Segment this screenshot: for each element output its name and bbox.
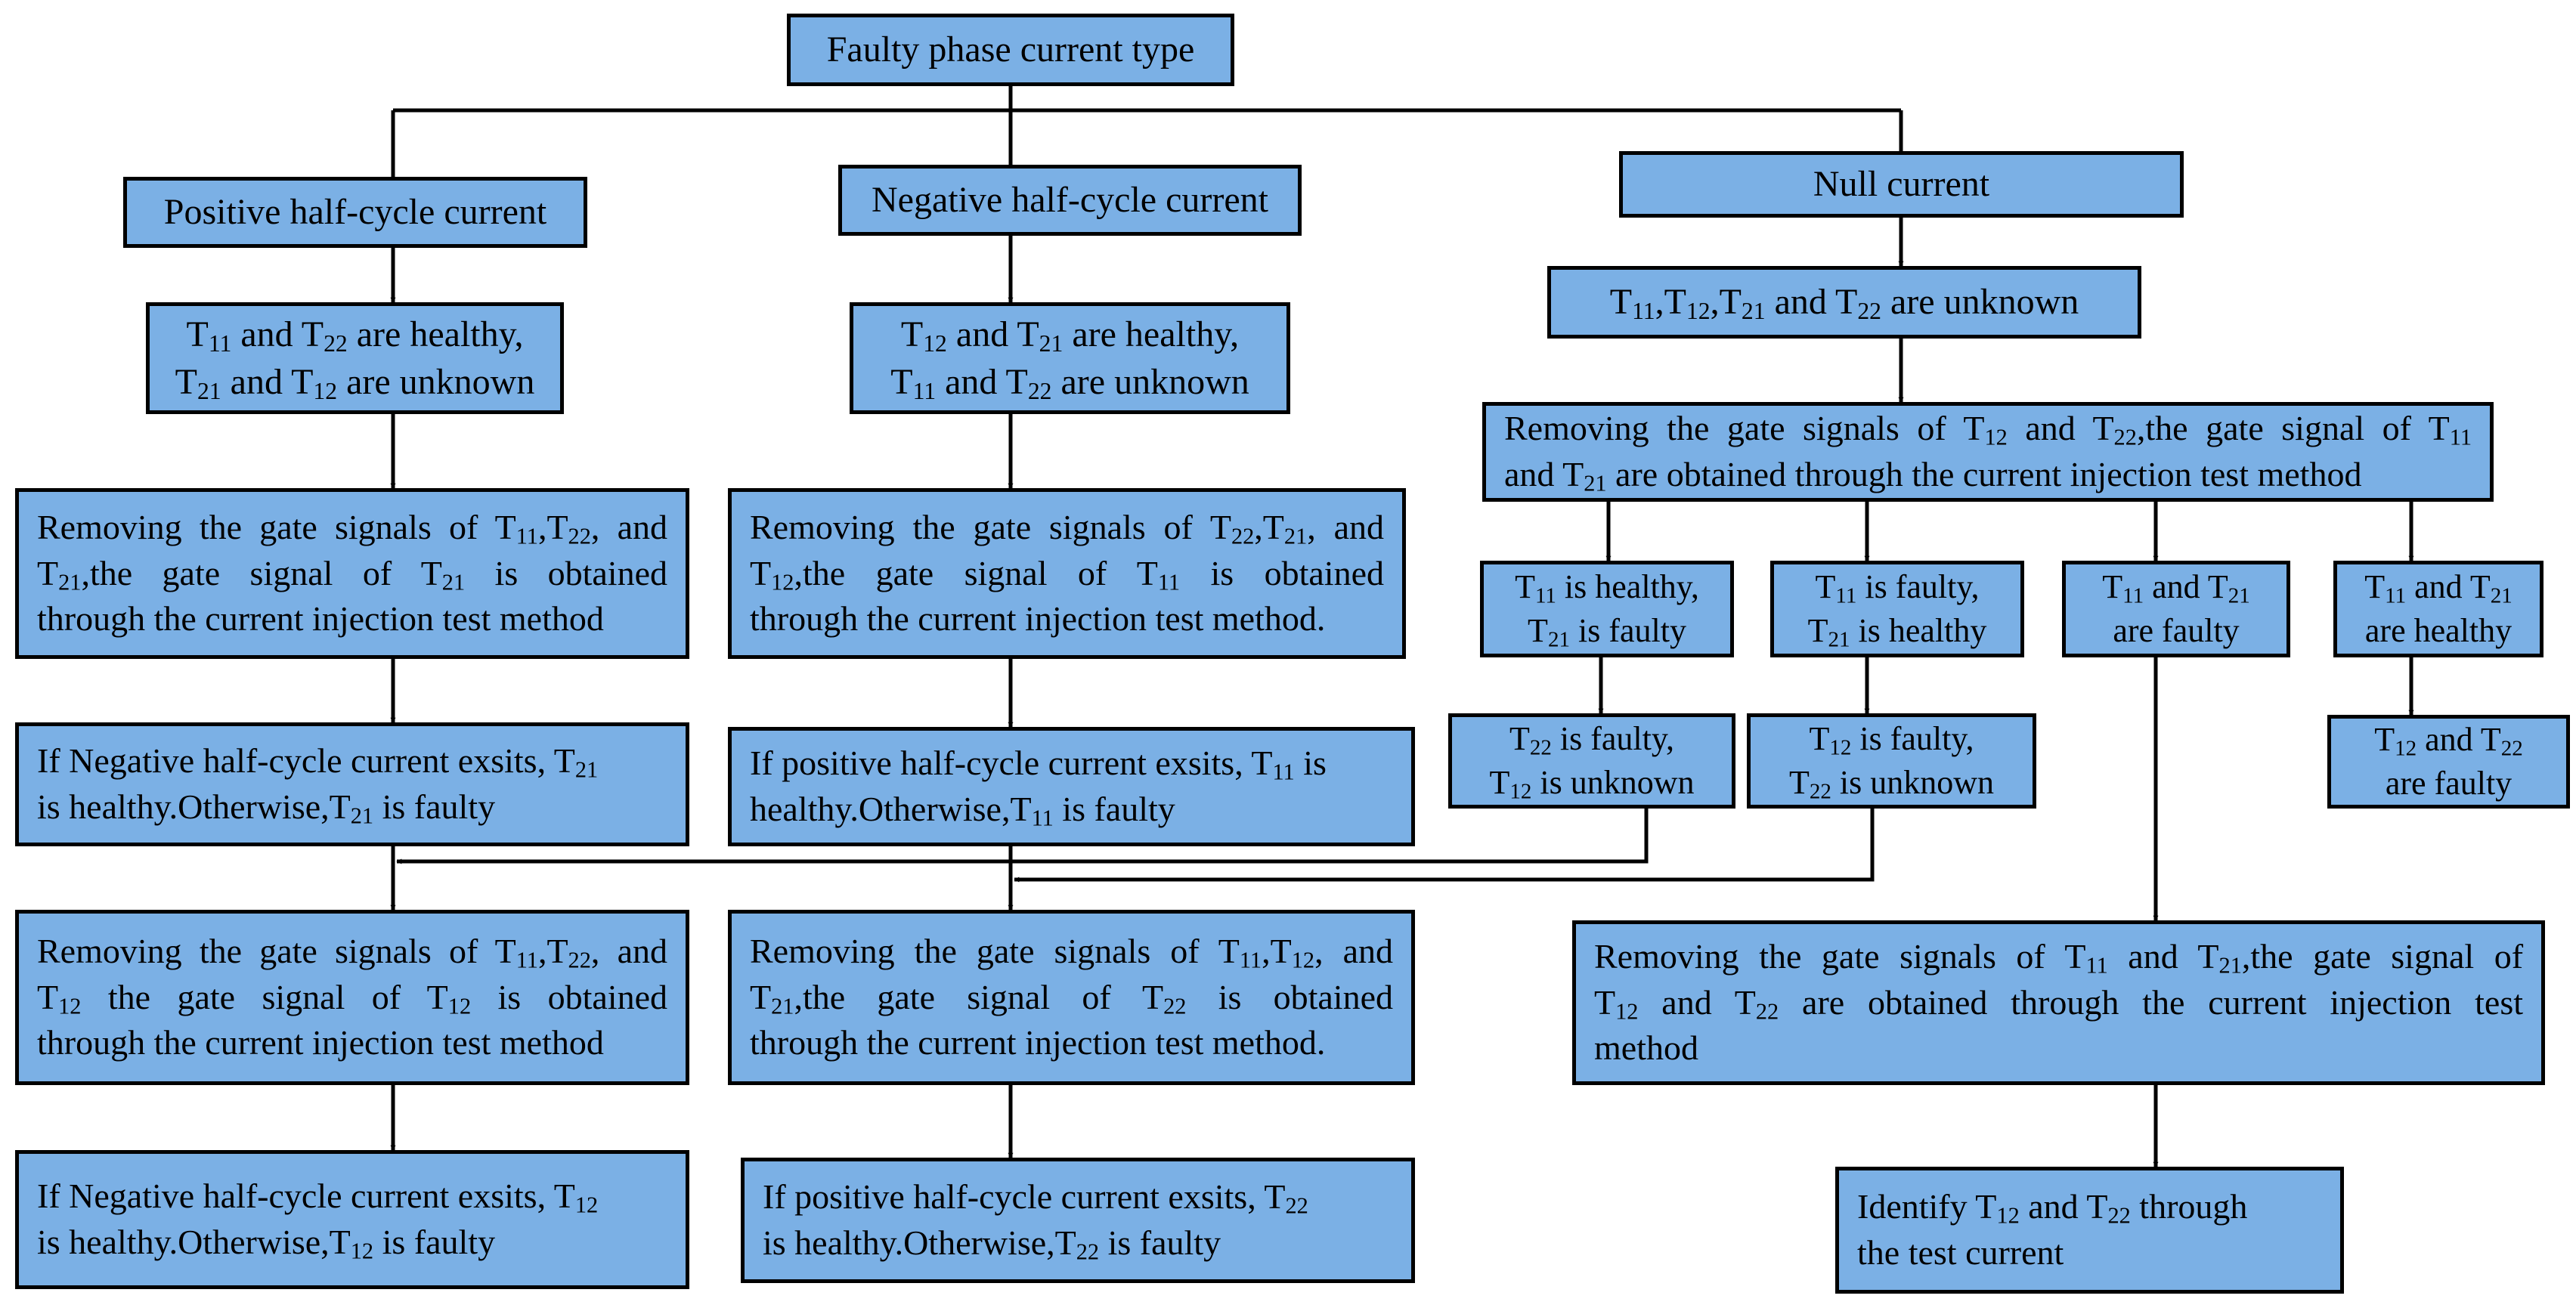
box-text-line: Negative half-cycle current	[871, 180, 1269, 221]
box-text-line: through the current injection test metho…	[37, 599, 604, 639]
negative-test2-box: If positive half-cycle current exsits, T…	[741, 1158, 1415, 1283]
box-text-line: If positive half-cycle current exsits, T…	[750, 744, 1327, 785]
box-text-line: T21,the gate signal of T22 is obtained	[750, 977, 1393, 1019]
box-text-line: Removing the gate signals of T11 and T21…	[1594, 936, 2524, 979]
arrow-res2-to-neg	[1014, 809, 1875, 883]
negative-step2-box: Removing the gate signals of T11,T12, an…	[728, 910, 1415, 1085]
box-text-line: T11 and T21	[2364, 567, 2513, 608]
box-text-line: T12 is faulty,	[1809, 719, 1974, 760]
box-text-line: Null current	[1813, 164, 1990, 205]
box-text-line: is healthy.Otherwise,T21 is faulty	[37, 787, 496, 829]
box-text-line: T12 the gate signal of T12 is obtained	[37, 977, 668, 1019]
box-text-line: is healthy.Otherwise,T22 is faulty	[763, 1223, 1221, 1265]
negative-step1-box: Removing the gate signals of T22,T21, an…	[728, 488, 1406, 659]
null-step2-box: Removing the gate signals of T11 and T21…	[1572, 920, 2545, 1085]
box-text-line: T21 is faulty	[1528, 612, 1686, 652]
negative-test1-box: If positive half-cycle current exsits, T…	[728, 727, 1415, 846]
box-text-line: Positive half-cycle current	[163, 192, 547, 233]
box-text-line: through the current injection test metho…	[750, 1023, 1326, 1062]
box-text-line: and T21 are obtained through the current…	[1504, 455, 2362, 496]
positive-test1-box: If Negative half-cycle current exsits, T…	[15, 722, 689, 846]
positive-title-box: Positive half-cycle current	[123, 177, 587, 248]
null-title-box: Null current	[1619, 151, 2184, 218]
box-text-line: Removing the gate signals of T11,T12, an…	[750, 931, 1394, 973]
null-outcome2-box: T11 is faulty,T21 is healthy	[1770, 561, 2024, 657]
negative-title-box: Negative half-cycle current	[838, 165, 1302, 236]
box-text-line: T12 and T22 are obtained through the cur…	[1594, 982, 2524, 1025]
null-identify-box: Identify T12 and T22 through the test cur…	[1835, 1167, 2344, 1294]
box-text-line: Removing the gate signals of T11,T22, an…	[37, 931, 667, 973]
box-text-line: method	[1594, 1028, 1698, 1068]
negative-status-box: T12 and T21 are healthy, T11 and T22 are …	[850, 302, 1290, 414]
root-box: Faulty phase current type	[787, 14, 1234, 86]
box-text-line: Removing the gate signals of T22,T21, an…	[750, 507, 1385, 549]
box-text-line: If Negative half-cycle current exsits, T…	[37, 1177, 599, 1218]
box-text-line: T22 is faulty,	[1509, 719, 1675, 760]
box-text-line: through the current injection test metho…	[37, 1023, 604, 1062]
box-text-line: the test current	[1857, 1233, 2064, 1272]
box-text-line: T21 is healthy	[1807, 612, 1987, 652]
null-outcome4-box: T11 and T21 are healthy	[2333, 561, 2543, 657]
box-text-line: T11,T12,T21 and T22 are unknown	[1609, 282, 2079, 325]
box-text-line: are faulty	[2385, 765, 2513, 802]
box-text-line: Removing the gate signals of T11,T22, an…	[37, 507, 667, 549]
box-text-line: T12 and T21 are healthy,	[900, 314, 1240, 357]
box-text-line: T22 is unknown	[1788, 764, 1995, 804]
positive-step2-box: Removing the gate signals of T11,T22, an…	[15, 910, 689, 1085]
box-text-line: are faulty	[2113, 612, 2240, 649]
positive-status-box: T11 and T22 are healthy, T21 and T12 are …	[146, 302, 564, 414]
box-text-line: healthy.Otherwise,T11 is faulty	[750, 790, 1175, 831]
box-text-line: T11 and T22 are healthy,	[186, 314, 524, 357]
box-text-line: If positive half-cycle current exsits, T…	[763, 1177, 1308, 1219]
null-result1-box: T22 is faulty,T12 is unknown	[1448, 713, 1735, 809]
box-text-line: If Negative half-cycle current exsits, T…	[37, 741, 599, 783]
box-text-line: is healthy.Otherwise,T12 is faulty	[37, 1223, 496, 1264]
box-text-line: T11 is faulty,	[1815, 567, 1980, 608]
box-text-line: T21,the gate signal of T21 is obtained	[37, 553, 668, 595]
box-text-line: are healthy	[2364, 612, 2513, 649]
box-text-line: Identify T12 and T22 through	[1857, 1187, 2248, 1229]
box-text-line: T21 and T12 are unknown	[175, 362, 535, 404]
box-text-line: T11 and T21	[2102, 567, 2250, 608]
positive-step1-box: Removing the gate signals of T11,T22, an…	[15, 488, 689, 659]
null-outcome3-box: T11 and T21 are faulty	[2062, 561, 2290, 657]
null-status-box: T11,T12,T21 and T22 are unknown	[1547, 266, 2141, 339]
box-text-line: T12 is unknown	[1489, 764, 1695, 804]
null-result4-box: T12 and T22 are faulty	[2327, 715, 2570, 809]
null-result2-box: T12 is faulty,T22 is unknown	[1747, 713, 2036, 809]
positive-test2-box: If Negative half-cycle current exsits, T…	[15, 1150, 689, 1289]
box-text-line: through the current injection test metho…	[750, 599, 1326, 639]
arrow-res1-to-pos	[396, 809, 1649, 864]
box-text-line: T12 and T22	[2374, 720, 2523, 761]
box-text-line: Removing the gate signals of T12 and T22…	[1504, 409, 2472, 450]
box-text-line: T12,the gate signal of T11 is obtained	[750, 553, 1384, 595]
box-text-line: Faulty phase current type	[826, 29, 1195, 70]
box-text-line: T11 is healthy,	[1515, 567, 1699, 608]
box-text-line: T11 and T22 are unknown	[890, 362, 1249, 404]
null-outcome1-box: T11 is healthy,T21 is faulty	[1480, 561, 1734, 657]
null-step1-box: Removing the gate signals of T12 and T22…	[1482, 402, 2494, 502]
